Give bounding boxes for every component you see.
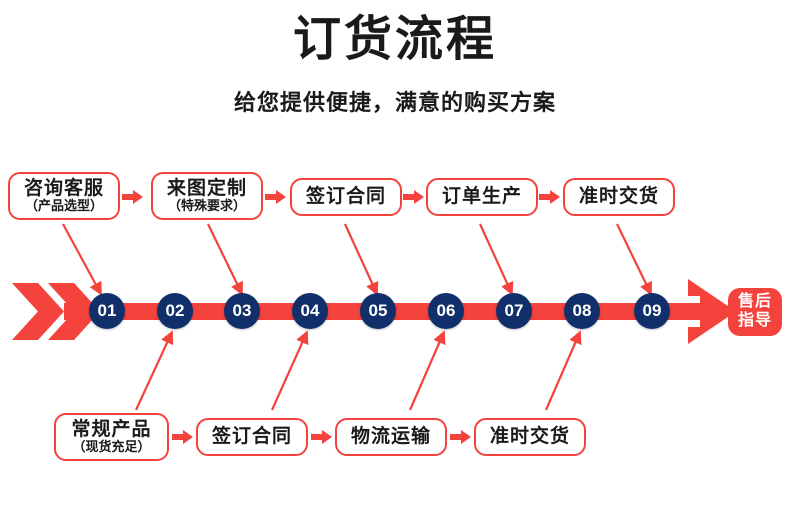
right-arrow-icon bbox=[403, 190, 424, 204]
top-step-2-line2: （特殊要求） bbox=[167, 198, 246, 214]
connector-bottom-2-to-04 bbox=[270, 330, 309, 411]
circle-label: 09 bbox=[642, 301, 662, 320]
top-step-1-line2: （产品选型） bbox=[24, 198, 103, 214]
after-sales-line1: 售后 bbox=[737, 293, 772, 311]
circle-label: 04 bbox=[300, 301, 320, 320]
timeline-circle-04[interactable]: 04 bbox=[292, 293, 328, 329]
timeline-circle-07[interactable]: 07 bbox=[496, 293, 532, 329]
bottom-step-2-line1: 签订合同 bbox=[211, 426, 292, 448]
circle-label: 08 bbox=[572, 301, 592, 320]
top-step-5-line1: 准时交货 bbox=[578, 186, 659, 208]
bottom-step-1-line1: 常规产品 bbox=[71, 418, 152, 440]
connector-top-1-to-01 bbox=[62, 223, 102, 296]
connector-top-2-to-03 bbox=[207, 223, 243, 296]
top-step-box-5[interactable]: 准时交货 bbox=[563, 178, 675, 216]
connector-top-4-to-07 bbox=[478, 223, 514, 296]
connector-bottom-3-to-06 bbox=[408, 330, 446, 411]
right-arrow-icon bbox=[122, 190, 143, 204]
bottom-step-box-1[interactable]: 常规产品 （现货充足） bbox=[54, 413, 169, 461]
after-sales-badge[interactable]: 售后 指导 bbox=[728, 288, 782, 336]
timeline-circle-09[interactable]: 09 bbox=[634, 293, 670, 329]
right-arrow-icon bbox=[450, 430, 471, 444]
connector-top-5-to-09 bbox=[616, 223, 652, 296]
connector-bottom-1-to-02 bbox=[135, 330, 174, 411]
circle-label: 05 bbox=[368, 301, 388, 320]
bottom-step-4-line1: 准时交货 bbox=[489, 426, 570, 448]
page-title: 订货流程 bbox=[292, 13, 497, 66]
bottom-step-box-2[interactable]: 签订合同 bbox=[196, 418, 308, 456]
top-step-1-line1: 咨询客服 bbox=[23, 177, 104, 199]
top-step-box-3[interactable]: 签订合同 bbox=[290, 178, 402, 216]
top-step-box-2[interactable]: 来图定制 （特殊要求） bbox=[151, 172, 263, 220]
top-step-2-line1: 来图定制 bbox=[166, 177, 247, 199]
circle-label: 07 bbox=[504, 301, 524, 320]
top-step-3-line1: 签订合同 bbox=[305, 186, 386, 208]
arrow-head-right-icon bbox=[688, 279, 736, 344]
timeline-circle-01[interactable]: 01 bbox=[89, 293, 125, 329]
circle-label: 02 bbox=[165, 301, 185, 320]
bottom-step-box-4[interactable]: 准时交货 bbox=[474, 418, 586, 456]
circle-label: 06 bbox=[436, 301, 456, 320]
bottom-step-3-line1: 物流运输 bbox=[350, 426, 431, 448]
bottom-row-connectors bbox=[172, 430, 471, 444]
circle-label: 01 bbox=[97, 301, 117, 320]
circle-label: 03 bbox=[232, 301, 252, 320]
connector-bottom-4-to-08 bbox=[544, 330, 582, 411]
bottom-step-1-line2: （现货充足） bbox=[72, 439, 151, 455]
right-arrow-icon bbox=[311, 430, 332, 444]
right-arrow-icon bbox=[265, 190, 286, 204]
timeline-circle-02[interactable]: 02 bbox=[157, 293, 193, 329]
top-row-connectors bbox=[122, 190, 560, 204]
top-step-4-line1: 订单生产 bbox=[441, 186, 522, 208]
page-subtitle: 给您提供便捷，满意的购买方案 bbox=[233, 90, 556, 115]
timeline-circle-06[interactable]: 06 bbox=[428, 293, 464, 329]
top-step-box-4[interactable]: 订单生产 bbox=[426, 178, 538, 216]
double-chevron-right-icon bbox=[12, 283, 100, 340]
right-arrow-icon bbox=[172, 430, 193, 444]
bottom-step-box-3[interactable]: 物流运输 bbox=[335, 418, 447, 456]
timeline-circle-05[interactable]: 05 bbox=[360, 293, 396, 329]
timeline-circle-08[interactable]: 08 bbox=[564, 293, 600, 329]
connector-top-3-to-05 bbox=[343, 223, 379, 296]
right-arrow-icon bbox=[539, 190, 560, 204]
after-sales-line2: 指导 bbox=[737, 312, 772, 329]
timeline-circle-03[interactable]: 03 bbox=[224, 293, 260, 329]
top-step-box-1[interactable]: 咨询客服 （产品选型） bbox=[8, 172, 120, 220]
